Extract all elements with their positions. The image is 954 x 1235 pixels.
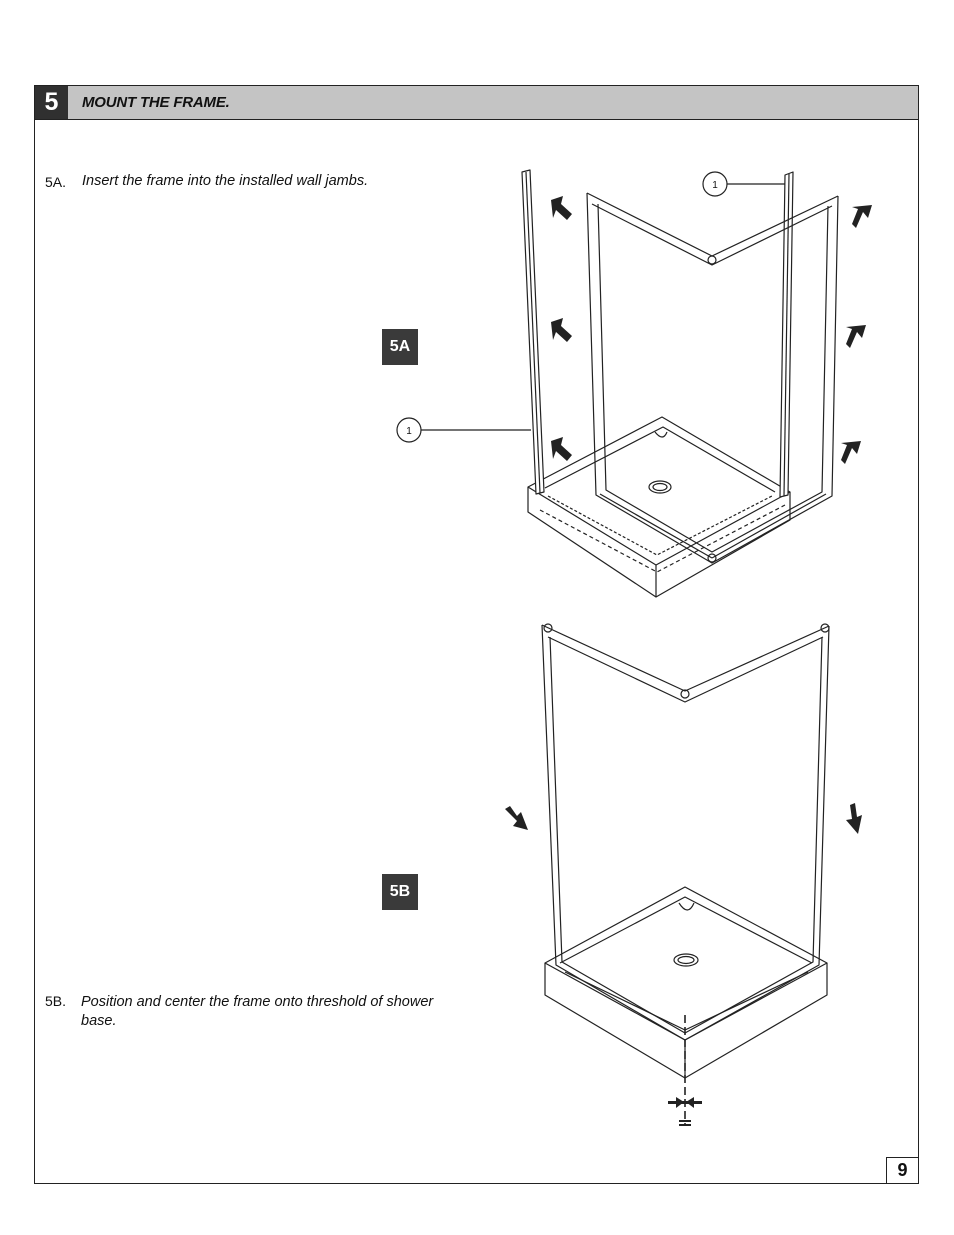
shower-base-5b <box>544 886 828 1079</box>
callout-labels: 1 1 <box>406 180 718 437</box>
step-number: 5 <box>35 86 68 119</box>
shower-base-5a <box>527 416 791 598</box>
callout-label-left: 1 <box>406 426 412 437</box>
substep-5a-text: Insert the frame into the installed wall… <box>82 173 369 189</box>
substep-5b-text-line1: Position and center the frame onto thres… <box>81 994 434 1010</box>
left-wall-jamb <box>521 169 545 495</box>
substep-5a-label: 5A. <box>45 174 67 190</box>
frame-5a <box>586 192 839 564</box>
direction-arrows-5a <box>551 196 872 464</box>
step-panel: 5 MOUNT THE FRAME. 9 <box>34 85 919 1184</box>
direction-arrows-5b <box>505 803 862 834</box>
badge-5b: 5B <box>382 874 418 910</box>
substep-5b-text-line2: base. <box>81 1013 117 1029</box>
page-number: 9 <box>886 1157 919 1184</box>
center-marker <box>668 1097 702 1126</box>
callout-label-top: 1 <box>712 180 718 191</box>
step-header: 5 MOUNT THE FRAME. <box>35 86 918 120</box>
callout-group-5a <box>396 171 785 443</box>
substep-5b-label: 5B. <box>45 993 67 1009</box>
badge-5a: 5A <box>382 329 418 365</box>
step-title: MOUNT THE FRAME. <box>82 94 230 111</box>
